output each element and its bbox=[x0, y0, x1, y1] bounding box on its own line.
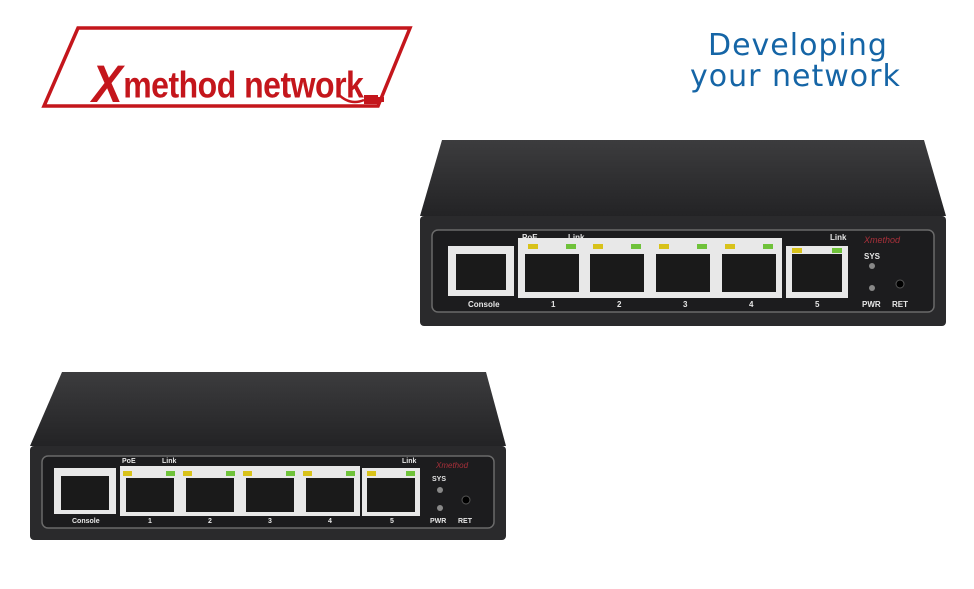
poe-label: PoE bbox=[122, 458, 136, 465]
poe-switch-top: Xmethod PoE Link Link Console 1 2 3 4 5 … bbox=[418, 138, 948, 328]
link-label: Link bbox=[162, 458, 177, 465]
port-4-label: 4 bbox=[749, 300, 754, 309]
port-4-label: 4 bbox=[328, 518, 332, 525]
port-1-label: 1 bbox=[551, 300, 556, 309]
port-2-label: 2 bbox=[208, 518, 212, 525]
svg-text:Xmethod: Xmethod bbox=[863, 235, 901, 245]
link-label-right: Link bbox=[830, 233, 847, 242]
svg-text:Xmethod: Xmethod bbox=[435, 461, 469, 470]
port-2-label: 2 bbox=[617, 300, 622, 309]
link-label-right: Link bbox=[402, 458, 417, 465]
port-block bbox=[518, 238, 848, 298]
logo-wordmark: Xmethod network bbox=[92, 53, 364, 114]
console-label: Console bbox=[72, 518, 100, 525]
port-1-label: 1 bbox=[148, 518, 152, 525]
switch-body: Xmethod bbox=[420, 140, 946, 326]
pwr-label: PWR bbox=[862, 300, 881, 309]
switch-body: Xmethod bbox=[30, 372, 506, 540]
sys-label: SYS bbox=[432, 476, 447, 483]
port-5-label: 5 bbox=[815, 300, 820, 309]
poe-switch-bottom: Xmethod PoE Link Link Console 1 2 3 4 5 … bbox=[28, 370, 508, 542]
port-3-label: 3 bbox=[683, 300, 688, 309]
tagline: Developing your network bbox=[690, 30, 960, 92]
ret-label: RET bbox=[458, 518, 472, 525]
poe-label: PoE bbox=[522, 233, 538, 242]
console-label: Console bbox=[468, 300, 500, 309]
port-block bbox=[120, 466, 420, 516]
port-3-label: 3 bbox=[268, 518, 272, 525]
sys-label: SYS bbox=[864, 252, 881, 261]
tagline-line-2: your network bbox=[690, 59, 901, 94]
ret-label: RET bbox=[892, 300, 908, 309]
link-label: Link bbox=[568, 233, 585, 242]
xmethod-logo bbox=[41, 26, 413, 108]
tagline-line-1: Developing bbox=[708, 28, 888, 63]
pwr-label: PWR bbox=[430, 518, 447, 525]
port-5-label: 5 bbox=[390, 518, 394, 525]
